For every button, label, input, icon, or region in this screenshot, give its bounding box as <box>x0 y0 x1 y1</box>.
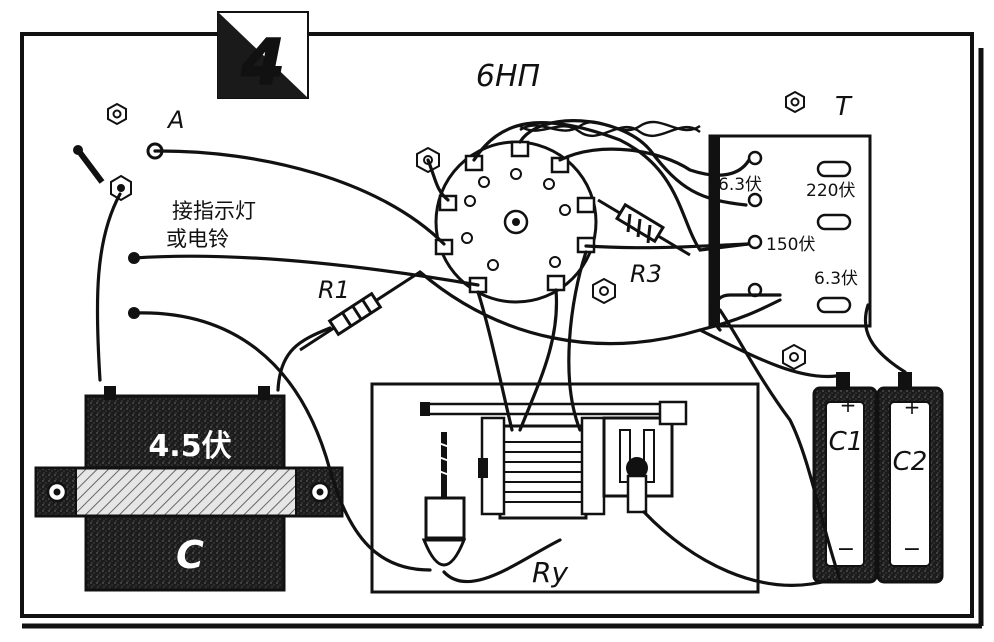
mounting-nut <box>107 102 127 126</box>
battery-clamp <box>34 466 344 518</box>
transformer-voltage-150: 150伏 <box>766 235 815 255</box>
figure-number-badge: 4 <box>217 11 309 100</box>
toggle-switch <box>73 145 132 202</box>
transformer-voltage-63-bottom: 6.3伏 <box>814 269 858 289</box>
adjusting-screw <box>421 432 467 567</box>
capacitor-c1-label: C1 <box>829 427 864 457</box>
capacitor-c1-minus: − <box>837 537 855 562</box>
transformer-voltage-63-top: 6.3伏 <box>718 175 762 195</box>
transformer-voltage-220: 220伏 <box>806 181 855 201</box>
mounting-nut <box>782 343 806 371</box>
wires <box>95 119 907 587</box>
relay-armature <box>420 402 680 416</box>
relay-label: Ry <box>532 556 568 589</box>
relay-contact-bracket <box>602 400 688 514</box>
capacitor-c2-label: C2 <box>893 447 928 477</box>
resistor-r3 <box>597 198 691 257</box>
mounting-nut <box>592 277 616 305</box>
resistor-r1-label: R1 <box>318 276 350 304</box>
mounting-nut <box>785 90 805 114</box>
connection-note-line1: 接指示灯 <box>172 199 256 223</box>
terminal-a-label: A <box>166 106 184 134</box>
capacitor-c2 <box>876 372 944 584</box>
battery-letter: C <box>176 533 204 577</box>
twisted-wire-pair <box>519 120 701 138</box>
tube-label: 6НП <box>476 59 540 94</box>
capacitor-c2-plus: + <box>904 395 921 419</box>
tube-socket <box>434 140 598 304</box>
transformer-label: T <box>835 92 853 122</box>
capacitor-c2-minus: − <box>903 537 921 562</box>
connection-note-line2: 或电铃 <box>166 227 229 251</box>
resistor-r3-label: R3 <box>630 260 662 288</box>
transformer <box>708 134 872 328</box>
battery-voltage: 4.5伏 <box>148 429 231 464</box>
figure-number: 4 <box>240 26 284 99</box>
relay-coil <box>478 416 606 520</box>
capacitor-c1-plus: + <box>840 393 857 417</box>
resistor-r1 <box>299 270 421 352</box>
